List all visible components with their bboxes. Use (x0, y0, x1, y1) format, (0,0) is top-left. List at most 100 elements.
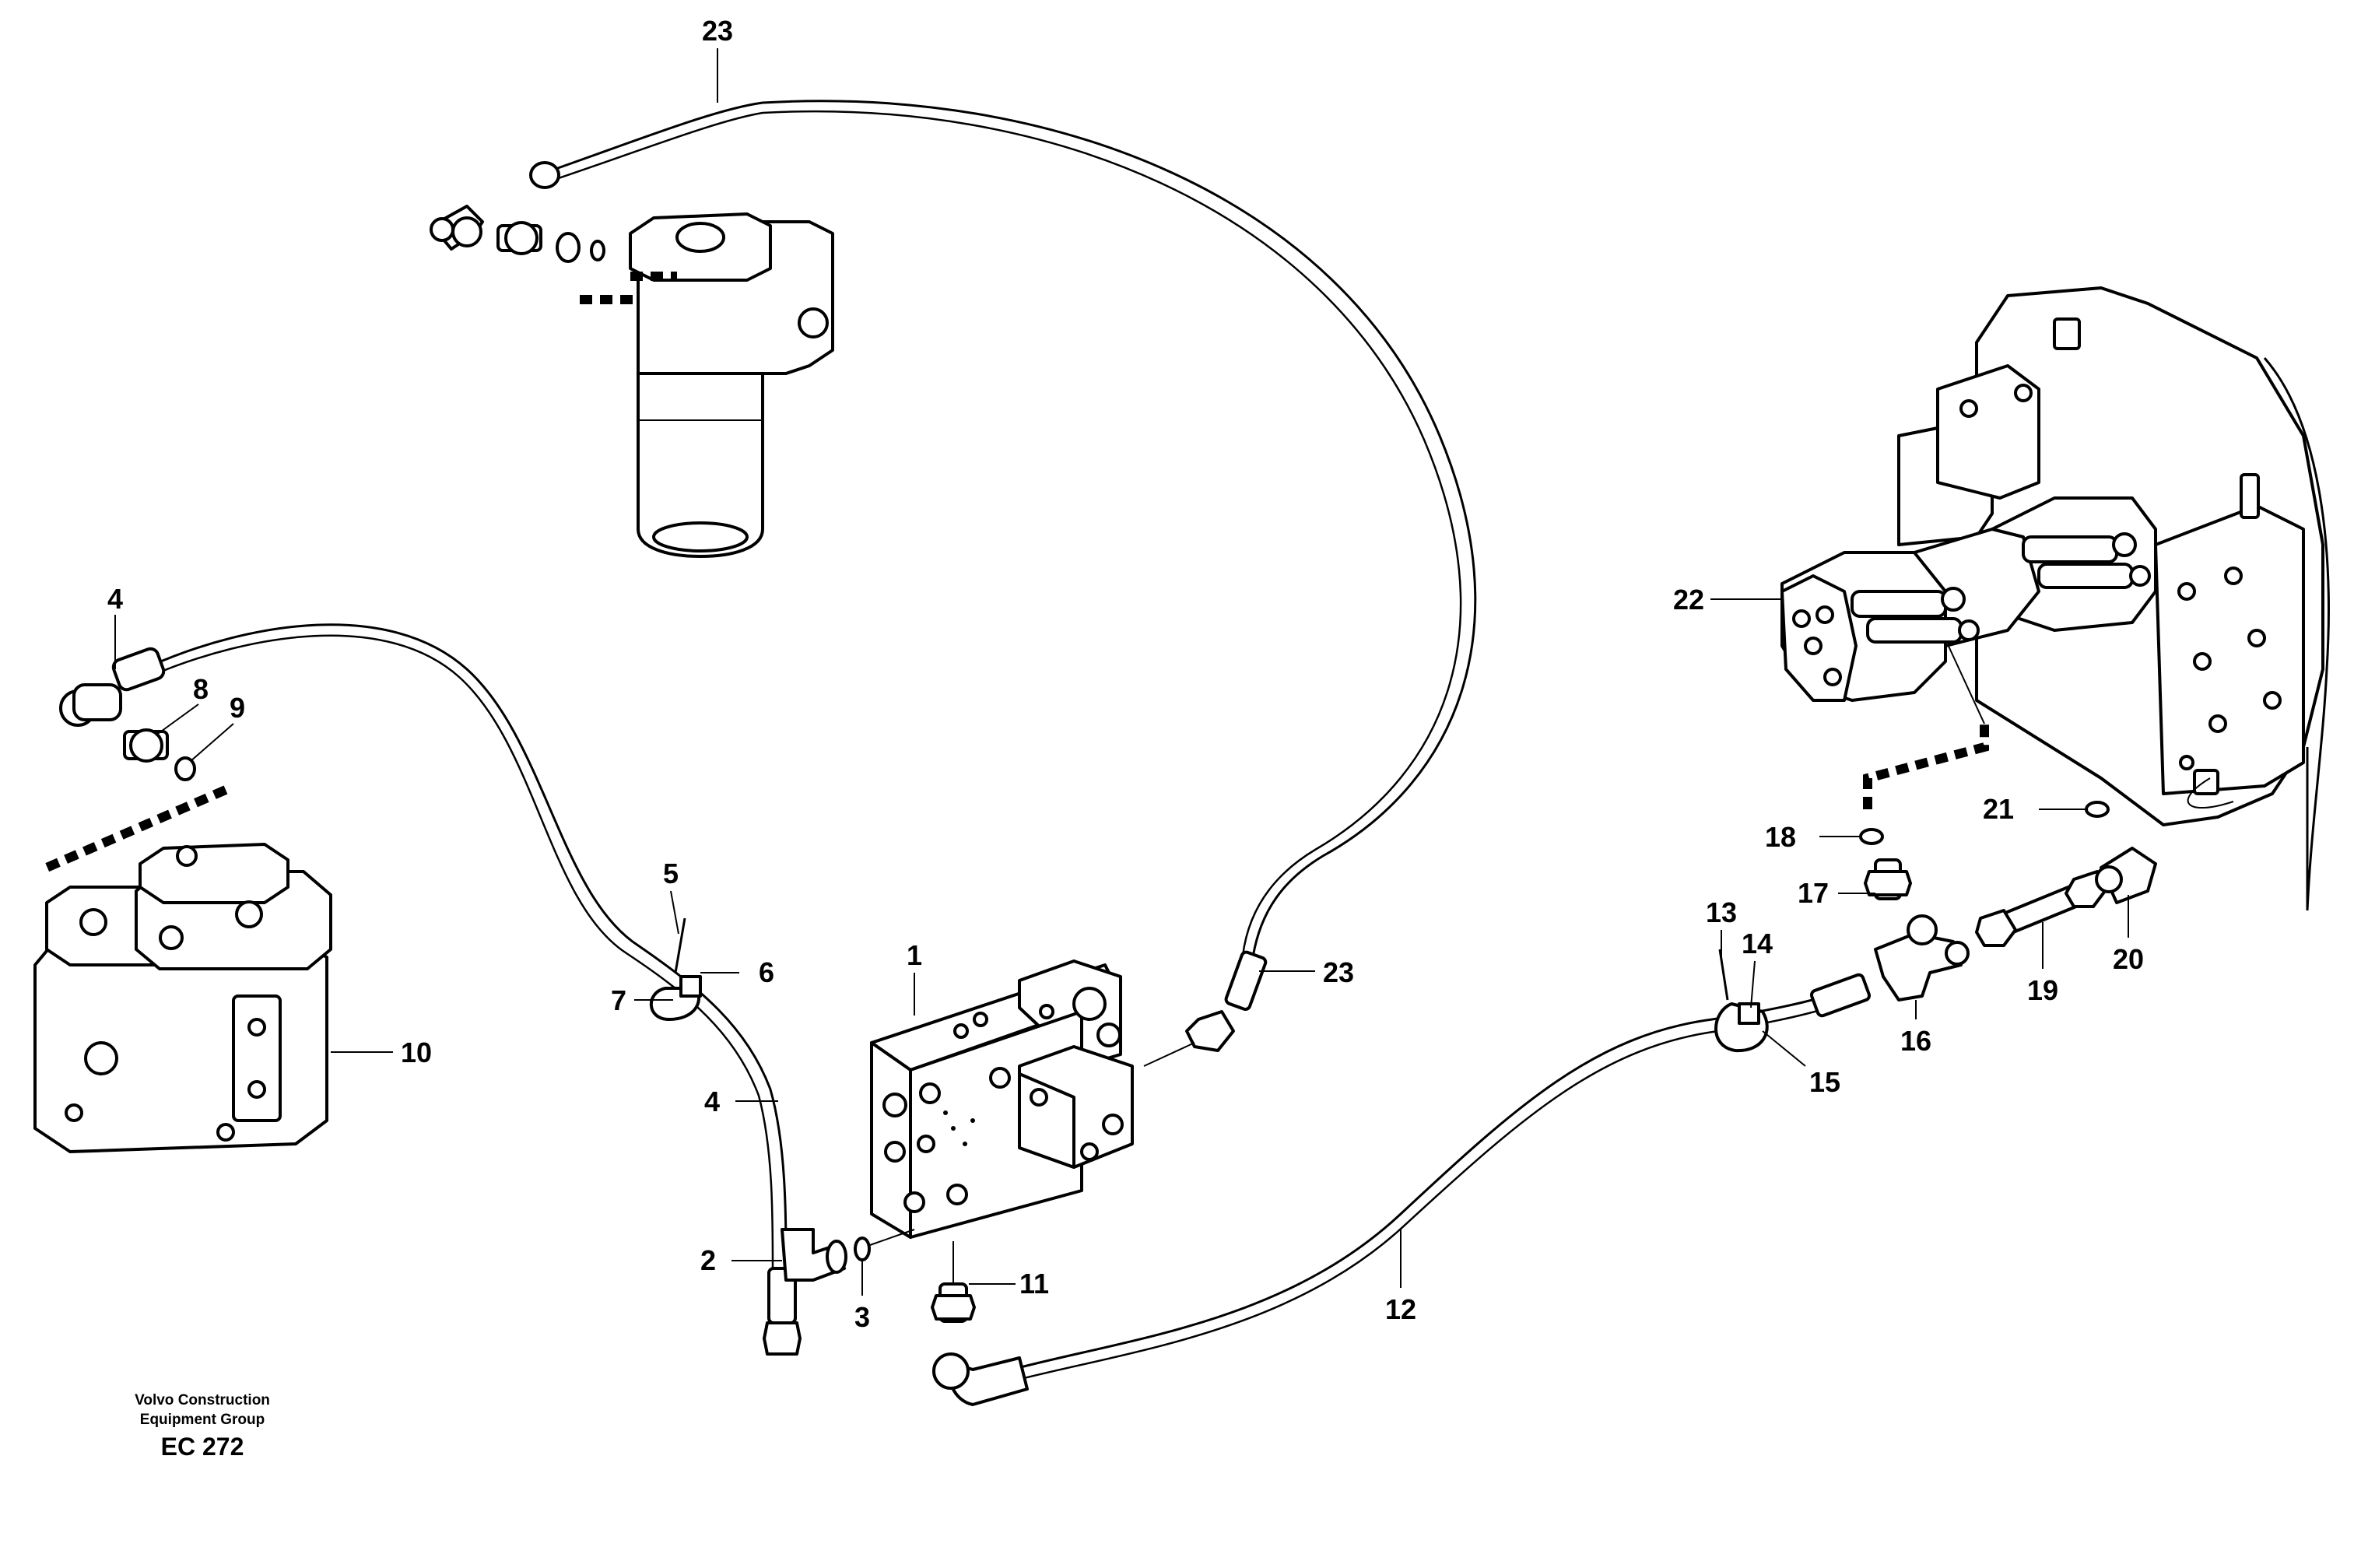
filter-oring (590, 240, 605, 261)
pump-22-port-4 (1823, 668, 1842, 686)
caption-code: EC 272 (161, 1433, 244, 1461)
bracket-bolt-1 (1959, 399, 1978, 418)
oring-3-link (869, 1229, 915, 1246)
filter-elbow-port (430, 217, 454, 242)
pump-22-port-1 (1792, 609, 1811, 628)
pump-bolt-1 (247, 1018, 266, 1037)
bracket-tab (2053, 317, 2081, 350)
valve-port-f (946, 1184, 968, 1205)
label-1: 1 (907, 939, 922, 971)
left-elbow (72, 683, 122, 721)
valve-port-e (903, 1191, 925, 1213)
filter-port-top (675, 222, 725, 253)
pump-22-face (1780, 574, 1858, 702)
pump-22-port-2 (1815, 605, 1834, 624)
pump-22-cyl-3 (2022, 535, 2118, 563)
leader-15 (1762, 1030, 1806, 1067)
hose-4 (151, 623, 788, 1269)
label-7: 7 (611, 984, 626, 1016)
pump-port-2 (159, 925, 184, 950)
valve-port-d (917, 1135, 935, 1153)
left-fittings (44, 683, 228, 872)
valve-port-i (989, 1067, 1011, 1089)
fitting-11 (931, 1241, 976, 1323)
pump-22-knob-2 (2112, 532, 2137, 557)
hose-4-top-end (111, 647, 166, 692)
label-9: 9 (230, 692, 245, 724)
pump-port-5 (84, 1041, 118, 1075)
pump-22-knob-1 (1941, 587, 1966, 612)
elbow-20-nut (2095, 865, 2123, 893)
label-4-mid: 4 (704, 1086, 720, 1117)
valve-front (870, 1041, 912, 1239)
valve-dot-3 (970, 1118, 975, 1123)
trans-bolt-5 (2208, 714, 2227, 733)
valve-port-g (1072, 987, 1107, 1021)
tee-16-port (1907, 914, 1938, 945)
dash-to-pump-a (1863, 724, 1989, 809)
leader-8 (155, 703, 199, 736)
valve-port-b (919, 1082, 941, 1104)
leader-lines (114, 48, 2129, 1296)
valve-port-j (1030, 1088, 1048, 1107)
label-21: 21 (1983, 793, 2014, 825)
hose-4-bottom-nut (763, 1321, 802, 1356)
label-12: 12 (1385, 1293, 1416, 1325)
hose-12 (1011, 987, 1853, 1371)
label-20: 20 (2113, 943, 2144, 975)
left-dash (44, 785, 228, 872)
label-6: 6 (759, 956, 774, 988)
valve-port-o (953, 1023, 969, 1039)
hose-23-connector-line (1143, 1042, 1195, 1067)
label-17: 17 (1798, 877, 1829, 909)
filter-bottom (652, 521, 749, 552)
trans-bolt-6 (2263, 691, 2282, 710)
tee-16-side (1945, 941, 1970, 966)
valve-port-c (884, 1141, 906, 1163)
adapter-17-nut (1864, 870, 1912, 896)
filter-bowl (637, 372, 764, 558)
valve-port-m (1039, 1004, 1054, 1019)
valve-top-right (1018, 959, 1122, 1068)
right-fittings (1859, 615, 2168, 1001)
hose-19-nut-left (1975, 909, 2017, 947)
pump-side-block (232, 994, 282, 1122)
pump-port-4 (176, 845, 198, 867)
filter-washer (556, 232, 581, 263)
pump-22-knob-4 (2129, 565, 2151, 587)
pump-port-3 (235, 900, 263, 928)
oring-21 (2085, 801, 2110, 818)
label-18: 18 (1765, 821, 1796, 853)
hose-23-inner (544, 110, 1462, 956)
label-2: 2 (700, 1244, 716, 1276)
pump-22-cyl-2 (1866, 617, 1963, 644)
hose-4-inner (151, 634, 774, 1269)
pump-bolt-3 (65, 1103, 83, 1122)
transmission-curve (2263, 357, 2330, 911)
hose-12-elbow-nut (932, 1352, 970, 1390)
filter-assembly (580, 212, 834, 558)
label-14: 14 (1742, 928, 1773, 959)
label-22: 22 (1673, 584, 1704, 616)
hose-23-nut (1185, 1010, 1235, 1052)
trans-bolt-2 (2224, 567, 2243, 585)
pump-22-knob-3 (1958, 619, 1980, 641)
valve-dot-1 (943, 1110, 948, 1115)
label-3: 3 (854, 1301, 870, 1333)
elbow-2-nut (826, 1240, 847, 1274)
bracket-bolt-2 (2014, 384, 2033, 402)
clamp-5-6-7 (649, 917, 702, 1021)
caption-block: Volvo Construction Equipment Group EC 27… (135, 1392, 270, 1461)
clamp-2-tie (1718, 949, 1729, 1001)
valve-block-1 (870, 959, 1134, 1239)
pump-top (139, 843, 289, 904)
filter-adapter-nut (504, 221, 539, 255)
label-4-top: 4 (107, 583, 123, 615)
caption-line-2: Equipment Group (140, 1412, 265, 1428)
label-19: 19 (2027, 974, 2058, 1006)
valve-port-k (1102, 1114, 1124, 1135)
valve-port-n (973, 1012, 988, 1027)
callout-labels: 23 23 4 8 9 10 5 6 7 4 1 2 3 11 12 13 14… (107, 15, 2144, 1333)
label-23-top: 23 (702, 15, 733, 47)
